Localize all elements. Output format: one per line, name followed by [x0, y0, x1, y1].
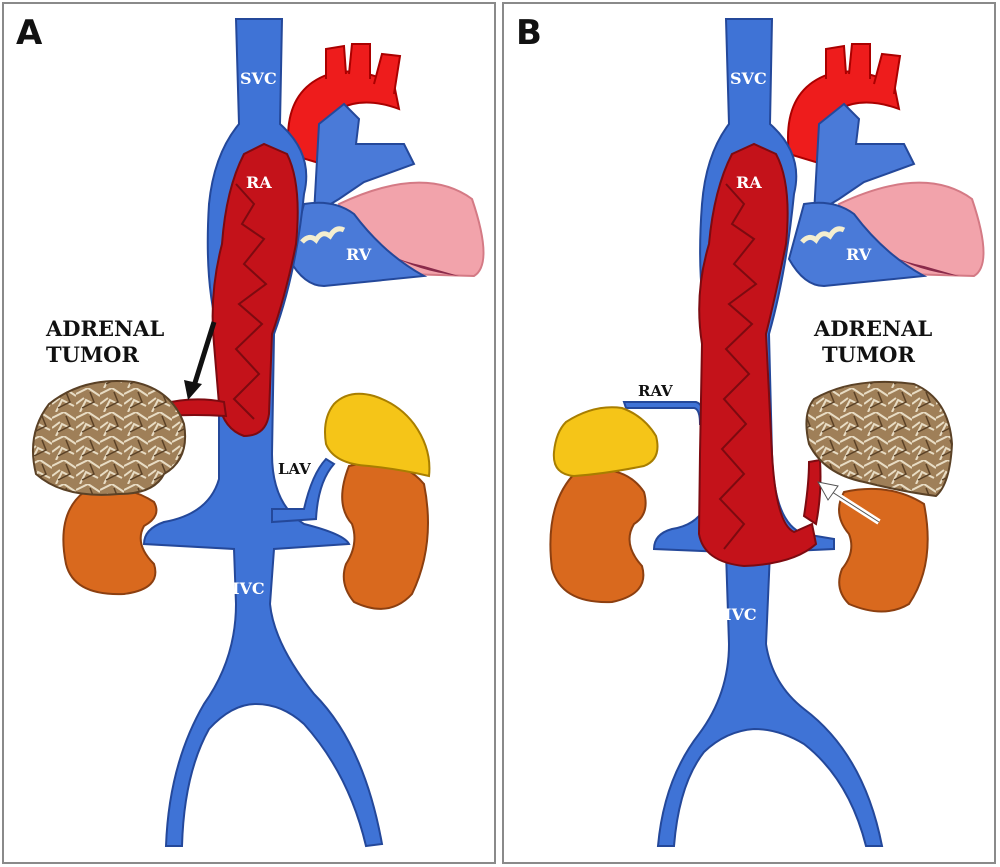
- label-svc: SVC: [730, 69, 767, 88]
- label-tumor: TUMOR: [822, 342, 915, 367]
- label-ra: RA: [736, 173, 762, 192]
- right-ventricle: [787, 201, 928, 288]
- label-adrenal: ADRENAL: [813, 316, 932, 341]
- left-kidney: [838, 487, 929, 613]
- tricuspid-valve: [300, 226, 346, 244]
- aortic-branches: [825, 43, 902, 95]
- aortic-branches: [325, 43, 402, 95]
- panel-a-illustration: A SVC RA RV LAV IVC ADRENAL TUMOR: [16, 13, 485, 848]
- thrombus: [697, 142, 818, 568]
- label-rav: RAV: [638, 382, 673, 400]
- panel-b: B SVC RA RV RAV IVC ADRENAL TUMOR: [502, 2, 996, 864]
- label-ra: RA: [246, 173, 272, 192]
- label-adrenal: ADRENAL: [45, 316, 164, 341]
- arrow-head: [817, 481, 839, 501]
- adrenal-tumor: [805, 380, 954, 498]
- label-svc: SVC: [240, 69, 277, 88]
- panel-letter: B: [516, 13, 542, 53]
- left-adrenal-vein: [271, 457, 336, 524]
- arrow-head: [184, 380, 202, 400]
- adrenal-tumor: [32, 379, 186, 496]
- thrombus-extension: [802, 458, 822, 526]
- right-kidney: [549, 468, 647, 604]
- tumor-thrombus-arrow: [191, 321, 217, 387]
- left-kidney: [341, 461, 429, 610]
- thrombus-texture: [718, 183, 758, 550]
- thrombus: [211, 142, 299, 438]
- label-rv: RV: [846, 245, 872, 264]
- tricuspid-valve: [800, 226, 846, 244]
- vena-cava-trunk: [142, 18, 384, 848]
- right-kidney: [62, 487, 158, 596]
- thrombus-texture: [232, 183, 268, 420]
- right-adrenal-gland: [552, 406, 659, 478]
- label-ivc: IVC: [232, 579, 265, 598]
- panel-a: A SVC RA RV LAV IVC ADRENAL TUMOR: [2, 2, 496, 864]
- panel-letter: A: [16, 13, 43, 53]
- panel-b-illustration: B SVC RA RV RAV IVC ADRENAL TUMOR: [516, 13, 985, 847]
- label-ivc: IVC: [724, 605, 757, 624]
- label-tumor: TUMOR: [46, 342, 139, 367]
- label-lav: LAV: [278, 460, 311, 478]
- arrow-outline: [828, 489, 880, 523]
- label-rv: RV: [346, 245, 372, 264]
- right-ventricle: [287, 201, 428, 288]
- left-adrenal-gland: [324, 392, 431, 478]
